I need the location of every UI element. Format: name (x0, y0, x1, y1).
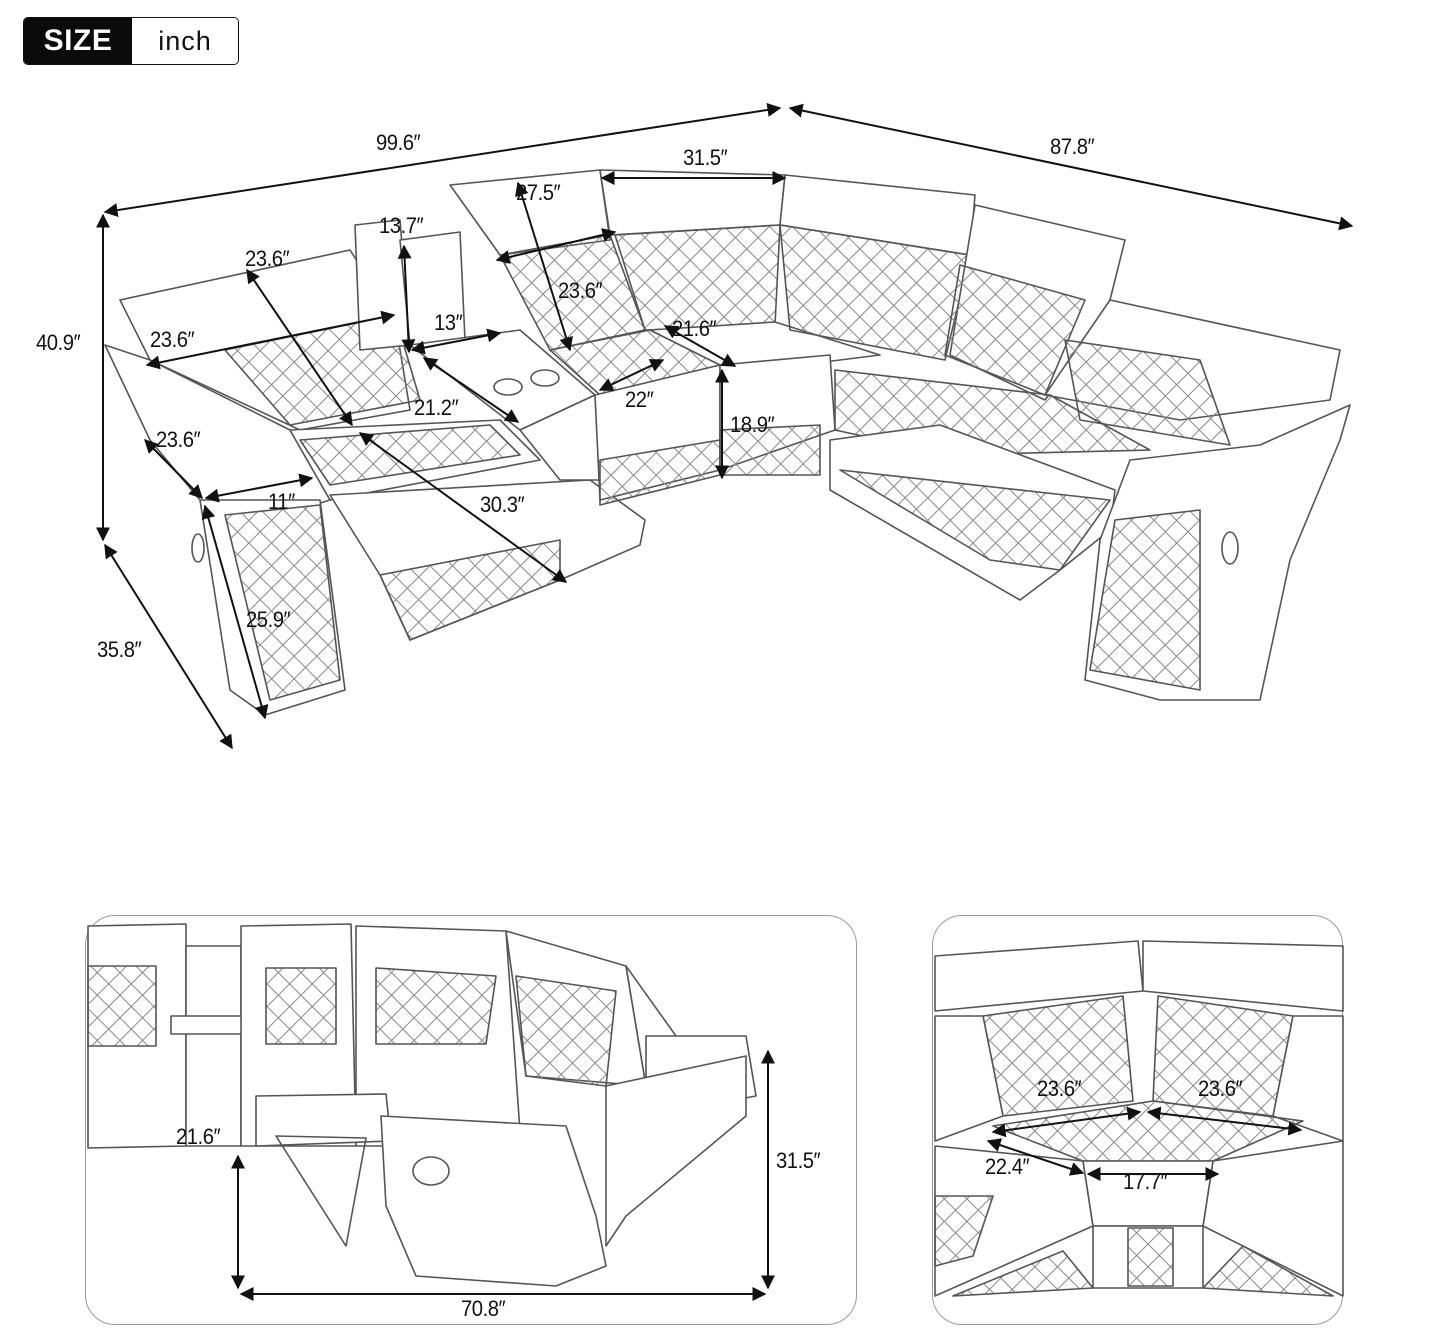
dim-arm-length: 23.6″ (156, 427, 201, 452)
dim-side-seat-height: 21.6″ (176, 1124, 221, 1149)
dim-corner-front-width: 17.7″ (1123, 1169, 1168, 1194)
size-unit-badge: SIZE inch (23, 17, 239, 65)
sofa-outline (104, 169, 1351, 716)
dim-recliner-seat-diagonal: 23.6″ (245, 246, 290, 271)
dim-arm-width: 11″ (268, 489, 295, 514)
dim-side-back-height: 31.5″ (776, 1148, 821, 1173)
dim-overall-width-right: 87.8″ (1050, 134, 1095, 159)
dim-footrest-extension: 30.3″ (480, 492, 525, 517)
corner-view-drawing (934, 940, 1344, 1297)
corner-view-panel: 23.6″ 23.6″ 22.4″ 17.7″ (932, 915, 1344, 1325)
dim-middle-seat-width: 21.6″ (672, 316, 717, 341)
dim-console-depth: 21.2″ (414, 395, 459, 420)
dimension-lines (96, 103, 1354, 750)
dim-arm-side-height: 25.9″ (246, 607, 291, 632)
dim-seat-height: 18.9″ (730, 412, 775, 437)
dim-overall-depth: 35.8″ (97, 637, 142, 662)
dim-overall-width-left: 99.6″ (376, 130, 421, 155)
dim-corner-back-left: 23.6″ (1037, 1076, 1082, 1101)
sectional-sofa-drawing (96, 103, 1354, 750)
dim-console-back-height: 27.5″ (516, 180, 561, 205)
dim-console-width: 13″ (434, 310, 463, 335)
dim-corner-side-depth: 22.4″ (985, 1154, 1030, 1179)
side-view-drawing (87, 923, 775, 1301)
dim-overall-height: 40.9″ (36, 330, 81, 355)
dim-corner-back-right: 23.6″ (1198, 1076, 1243, 1101)
dim-wedge-back-width: 31.5″ (683, 145, 728, 170)
dim-side-reclined-depth: 70.8″ (461, 1296, 506, 1321)
side-view-panel: 21.6″ 31.5″ 70.8″ (85, 915, 857, 1325)
dim-console-lid-height: 13.7″ (379, 213, 424, 238)
dim-middle-seat-depth: 22″ (625, 387, 654, 412)
size-label: SIZE (24, 18, 132, 64)
unit-label: inch (132, 18, 238, 64)
dim-recliner-back-width: 23.6″ (150, 327, 195, 352)
dim-middle-seat-back-depth: 23.6″ (558, 278, 603, 303)
